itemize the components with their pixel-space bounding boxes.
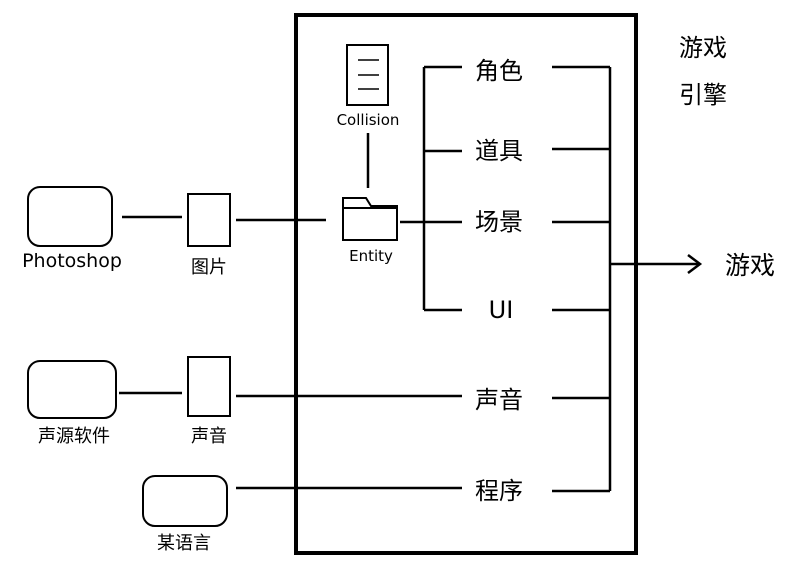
some-language-box (142, 475, 228, 527)
ui-label: UI (489, 296, 514, 324)
sound-item-label: 声音 (475, 386, 523, 414)
scene-label: 场景 (475, 208, 523, 236)
sound-asset-label: 声音 (191, 426, 227, 447)
game-engine-frame (294, 13, 638, 555)
sound-asset-box (187, 356, 231, 417)
folder-icon (342, 197, 398, 241)
photoshop-label: Photoshop (22, 250, 122, 272)
audio-software-box (27, 360, 117, 419)
engine-label-line1: 游戏 (679, 34, 727, 62)
props-label: 道具 (475, 137, 523, 165)
image-asset-box (187, 193, 231, 247)
entity-label: Entity (349, 247, 393, 265)
some-language-label: 某语言 (157, 533, 211, 554)
collision-label: Collision (337, 111, 400, 129)
program-label: 程序 (475, 477, 523, 505)
game-output-label: 游戏 (725, 251, 775, 280)
arrow-head-icon (687, 254, 703, 274)
photoshop-box (27, 186, 113, 247)
image-asset-label: 图片 (191, 257, 227, 278)
audio-software-label: 声源软件 (38, 426, 110, 447)
engine-label-line2: 引擎 (679, 81, 727, 109)
character-label: 角色 (475, 57, 523, 85)
document-icon (346, 44, 389, 106)
